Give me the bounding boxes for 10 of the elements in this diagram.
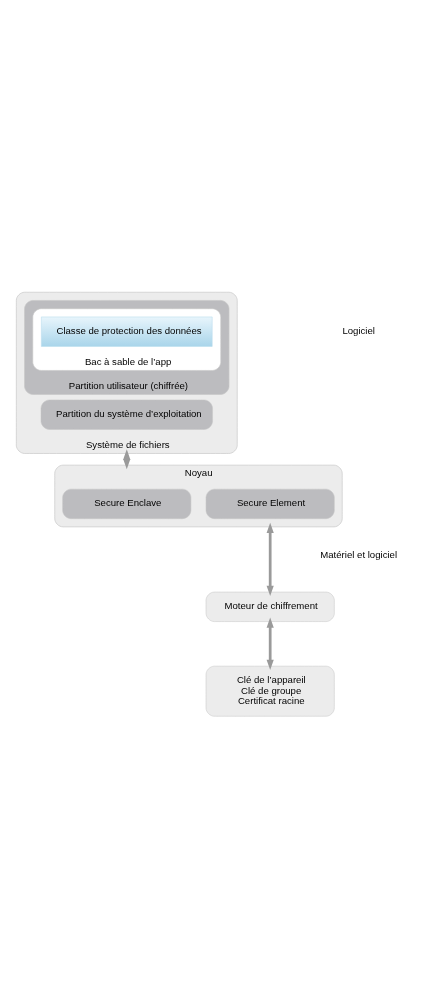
node-box: Moteur de chiffrement [205, 591, 335, 622]
label: Logiciel [342, 324, 375, 336]
arrow [266, 522, 274, 596]
node-box: Partition du système d’exploitation [40, 399, 213, 430]
label: Matériel et logiciel [320, 548, 398, 560]
arrow [266, 616, 274, 670]
node-box: Classe de protection des données [41, 316, 213, 347]
node-box: Clé de l’appareil Clé de groupe Certificat racine [205, 665, 335, 717]
node-box: Secure Enclave [62, 488, 192, 519]
node-box: Secure Element [205, 488, 335, 519]
